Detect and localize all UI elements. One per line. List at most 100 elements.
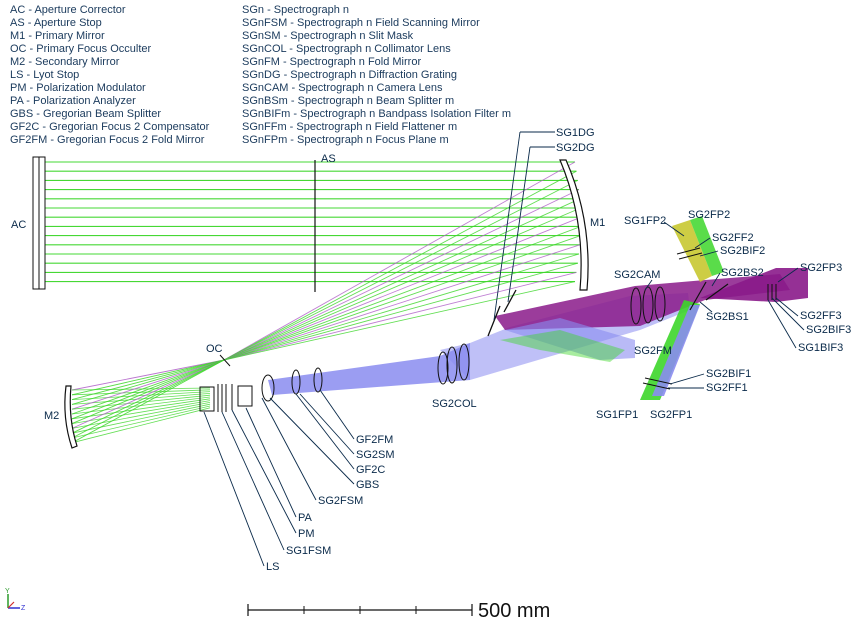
sg2-grating [503, 289, 517, 313]
ray [71, 359, 225, 420]
sg2-filters-3 [767, 284, 777, 300]
label-sg2bs1: SG2BS1 [706, 311, 749, 323]
ray [71, 402, 211, 429]
ray [223, 262, 578, 361]
gregorian-optics [199, 367, 323, 412]
ray [223, 253, 580, 361]
label-sg1fp1: SG1FP1 [596, 409, 638, 421]
legend-entry: OC - Primary Focus Occulter [10, 43, 152, 55]
ray [71, 359, 225, 396]
legend-entry: M1 - Primary Mirror [10, 30, 105, 42]
ray [71, 405, 211, 439]
label-sg2fp3: SG2FP3 [800, 262, 842, 274]
label-sg2fsm: SG2FSM [318, 495, 363, 507]
legend-entry: AC - Aperture Corrector [10, 4, 126, 16]
ray [71, 391, 211, 400]
ray [223, 198, 581, 361]
ray [223, 170, 577, 361]
ray [71, 359, 225, 444]
label-sg2ff1: SG2FF1 [706, 382, 748, 394]
label-as: AS [321, 153, 336, 165]
ray [223, 271, 577, 361]
ray [71, 359, 225, 410]
ray [71, 359, 225, 415]
sg2-beam-splitter-2 [705, 283, 729, 301]
ray [223, 161, 576, 361]
label-sg2col: SG2COL [432, 398, 477, 410]
legend-entry: GF2FM - Gregorian Focus 2 Fold Mirror [10, 134, 205, 146]
legend-entry: SGn - Spectrograph n [242, 4, 349, 16]
ray [71, 400, 211, 424]
m2-ray-bundle [71, 359, 225, 444]
label-gf2c: GF2C [356, 464, 385, 476]
label-m1: M1 [590, 217, 605, 229]
label-sg2cam: SG2CAM [614, 269, 660, 281]
ray [223, 225, 582, 361]
legend-right-column: SGn - Spectrograph n SGnFSM - Spectrogra… [242, 4, 511, 146]
ray [71, 359, 225, 434]
label-pa: PA [298, 512, 313, 524]
ray [71, 359, 225, 401]
legend-entry: SGnSM - Spectrograph n Slit Mask [242, 30, 414, 42]
ray [71, 403, 211, 434]
axis-y-label: Y [5, 588, 10, 595]
legend-entry: SGnBSm - Spectrograph n Beam Splitter m [242, 95, 454, 107]
label-pm: PM [298, 528, 315, 540]
ray [71, 359, 225, 405]
label-ls: LS [266, 561, 279, 573]
legend-entry: PA - Polarization Analyzer [10, 95, 136, 107]
label-ac: AC [11, 219, 26, 231]
sg2-collimated-beam [268, 343, 470, 395]
label-sg2sm: SG2SM [356, 449, 395, 461]
label-sg2ff3: SG2FF3 [800, 310, 842, 322]
label-sg2ff2: SG2FF2 [712, 232, 754, 244]
label-sg1fp2: SG1FP2 [624, 215, 666, 227]
label-sg2dg: SG2DG [556, 142, 595, 154]
ray [71, 393, 211, 405]
label-gf2fm: GF2FM [356, 434, 393, 446]
ray [223, 244, 581, 361]
legend-entry: SGnBIFm - Spectrograph n Bandpass Isolat… [242, 108, 511, 120]
label-sg2bif1: SG2BIF1 [706, 368, 751, 380]
legend-entry: AS - Aperture Stop [10, 17, 102, 29]
ray [71, 398, 211, 420]
sg2fp1-beam-blue [652, 305, 700, 396]
sg2-filters-2 [676, 247, 703, 260]
label-m2: M2 [44, 410, 59, 422]
legend-entry: SGnFFm - Spectrograph n Field Flattener … [242, 121, 457, 133]
label-sg2bif2: SG2BIF2 [720, 245, 765, 257]
legend-entry: SGnFSM - Spectrograph n Field Scanning M… [242, 17, 480, 29]
aperture-corrector [32, 156, 46, 290]
scale-bar: 500 mm [247, 600, 550, 622]
legend-entry: LS - Lyot Stop [10, 69, 79, 81]
legend-entry: M2 - Secondary Mirror [10, 56, 120, 68]
ray [71, 407, 211, 444]
legend-entry: PM - Polarization Modulator [10, 82, 146, 94]
axis-z-label: Z [21, 605, 26, 612]
legend-entry: GBS - Gregorian Beam Splitter [10, 108, 161, 120]
ray [71, 359, 225, 439]
converging-ray-bundle [223, 161, 582, 361]
ray [223, 207, 581, 361]
leader-lines [203, 131, 805, 567]
legend-left-column: AC - Aperture Corrector AS - Aperture St… [10, 4, 210, 146]
ray [223, 179, 578, 361]
ray [223, 216, 582, 361]
legend: AC - Aperture Corrector AS - Aperture St… [10, 4, 511, 146]
sg2fp2-beam [672, 220, 712, 282]
label-oc: OC [206, 343, 223, 355]
sg2-dispersed-beam-arm [700, 268, 808, 302]
label-sg2bif3: SG2BIF3 [806, 324, 851, 336]
label-sg2fp2: SG2FP2 [688, 209, 730, 221]
axis-triad-icon: Y Z [5, 588, 26, 612]
sg2-beam-splitter-1 [689, 281, 707, 311]
sg2-cross-beam-green [500, 330, 625, 362]
sg2-collimator-lens [437, 343, 470, 385]
sg1-grating [487, 305, 501, 337]
ray [223, 281, 576, 361]
sg2-dispersed-beam [495, 274, 790, 330]
scale-bar-label: 500 mm [478, 600, 550, 622]
ray [71, 359, 225, 425]
primary-focus-occulter [219, 354, 231, 367]
